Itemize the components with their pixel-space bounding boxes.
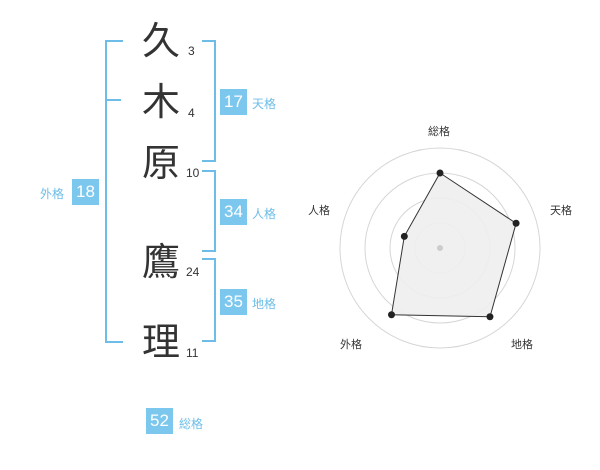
- stroke-count-4: 24: [186, 265, 200, 279]
- gaikaku-label: 外格: [40, 187, 65, 201]
- tenkaku-label: 天格: [252, 97, 277, 111]
- stroke-count-2: 4: [188, 106, 195, 120]
- radar-point: [400, 232, 408, 240]
- gaikaku-value: 18: [72, 179, 99, 205]
- gaikaku-bracket: [105, 40, 123, 343]
- radar-ring: [339, 147, 541, 349]
- soukaku-label: 総格: [179, 417, 204, 431]
- radar-axis-label-tenkaku: 天格: [550, 204, 572, 217]
- name-char-1: 久: [141, 19, 180, 63]
- radar-point: [486, 313, 494, 321]
- radar-axis-label-soukaku: 総格: [428, 125, 450, 138]
- gaikaku-bracket-mid: [105, 99, 121, 101]
- tenkaku-value: 17: [220, 89, 247, 115]
- radar-point: [512, 219, 520, 227]
- radar-point: [436, 169, 444, 177]
- radar-axis-label-chikaku: 地格: [511, 338, 533, 351]
- radar-axis-label-jinkaku: 人格: [308, 204, 330, 217]
- stroke-count-3: 10: [186, 166, 200, 180]
- jinkaku-value: 34: [220, 199, 247, 225]
- radar-axis-label-gaikaku: 外格: [340, 338, 362, 351]
- jinkaku-bracket: [202, 170, 216, 252]
- radar-center: [437, 245, 443, 251]
- stroke-count-1: 3: [188, 44, 195, 58]
- tenkaku-bracket: [202, 40, 216, 162]
- radar-point: [388, 311, 396, 319]
- name-char-3: 原: [141, 141, 180, 185]
- radar-polygon: [390, 172, 517, 318]
- chikaku-value: 35: [220, 289, 247, 315]
- name-char-4: 鷹: [141, 240, 180, 284]
- soukaku-value: 52: [146, 408, 173, 434]
- name-char-5: 理: [141, 320, 180, 364]
- chikaku-label: 地格: [252, 297, 277, 311]
- name-char-2: 木: [141, 80, 180, 124]
- stroke-count-5: 11: [186, 346, 199, 360]
- jinkaku-label: 人格: [252, 207, 277, 221]
- chikaku-bracket: [202, 258, 216, 342]
